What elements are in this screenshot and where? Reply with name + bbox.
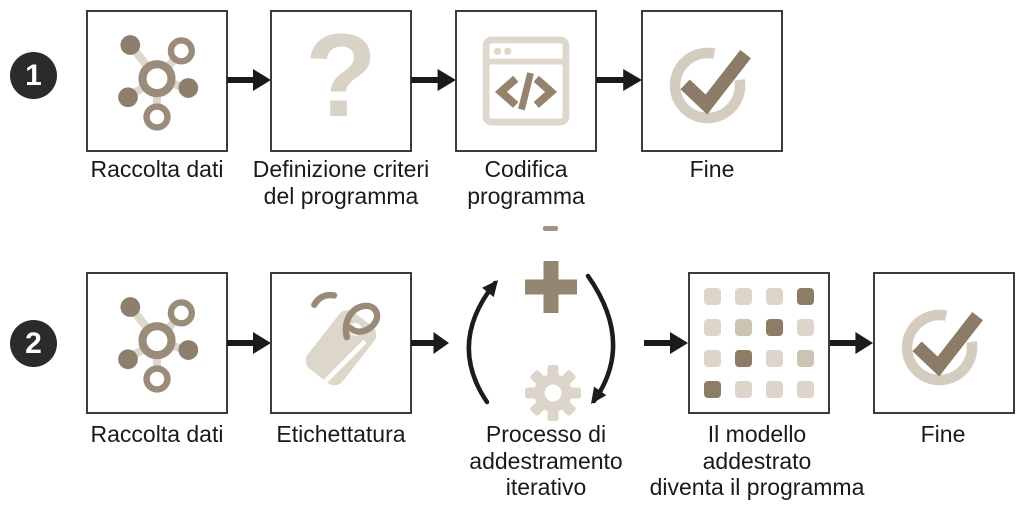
flow-box-raccolta-dati-2 [86, 272, 228, 414]
grid-cell [797, 319, 814, 336]
grid-cell [735, 319, 752, 336]
flow-box-codifica-programma [455, 10, 597, 152]
network-icon [99, 285, 215, 401]
grid-cell [704, 288, 721, 305]
network-icon [99, 23, 215, 139]
arrow-right-icon [227, 331, 271, 355]
grid-cell [735, 288, 752, 305]
step-label: Codifica programma [467, 156, 585, 209]
grid-cell [704, 381, 721, 398]
iterative-cycle-icon [466, 261, 616, 421]
row2-number-badge: 2 [10, 320, 57, 367]
grid-cell [735, 381, 752, 398]
plus-icon [525, 261, 577, 313]
step-label: Fine [920, 421, 966, 447]
minus-dash-icon [543, 226, 558, 231]
arrow-right-icon [596, 68, 642, 92]
grid-cell [797, 381, 814, 398]
flow-box-etichettatura [270, 272, 412, 414]
flow-box-fine-2 [873, 272, 1015, 414]
step-label: Processo di addestramento iterativo [469, 421, 623, 500]
grid-cell [766, 350, 783, 367]
arrow-right-icon [411, 331, 449, 355]
grid-cell [704, 319, 721, 336]
grid-cell [766, 319, 783, 336]
grid-cell [704, 350, 721, 367]
row1-number-badge: 1 [10, 52, 57, 99]
question-mark-icon: ? [304, 10, 378, 142]
step-label: Definizione criteri del programma [252, 156, 430, 209]
flow-box-fine-1 [641, 10, 783, 152]
arrow-right-icon [411, 68, 456, 92]
step-label: Etichettatura [276, 421, 406, 447]
arrow-right-icon [644, 331, 688, 355]
grid-cell [735, 350, 752, 367]
tag-icon [283, 285, 399, 401]
arrow-right-icon [830, 331, 873, 355]
grid-cell [797, 288, 814, 305]
flow-box-modello-addestrato [688, 272, 830, 414]
gear-icon [525, 365, 581, 421]
grid-cell [766, 381, 783, 398]
step-label: Raccolta dati [90, 156, 224, 182]
grid-cell [766, 288, 783, 305]
model-grid-icon [704, 288, 814, 398]
check-circle-icon [888, 287, 1000, 399]
flow-box-definizione-criteri: ? [270, 10, 412, 152]
step-label: Raccolta dati [90, 421, 224, 447]
step-label: Fine [689, 156, 735, 182]
step-label: Il modello addestrato diventa il program… [649, 421, 865, 500]
code-window-icon [469, 24, 583, 138]
flow-box-raccolta-dati-1 [86, 10, 228, 152]
arrow-right-icon [227, 68, 271, 92]
grid-cell [797, 350, 814, 367]
check-circle-icon [656, 25, 768, 137]
